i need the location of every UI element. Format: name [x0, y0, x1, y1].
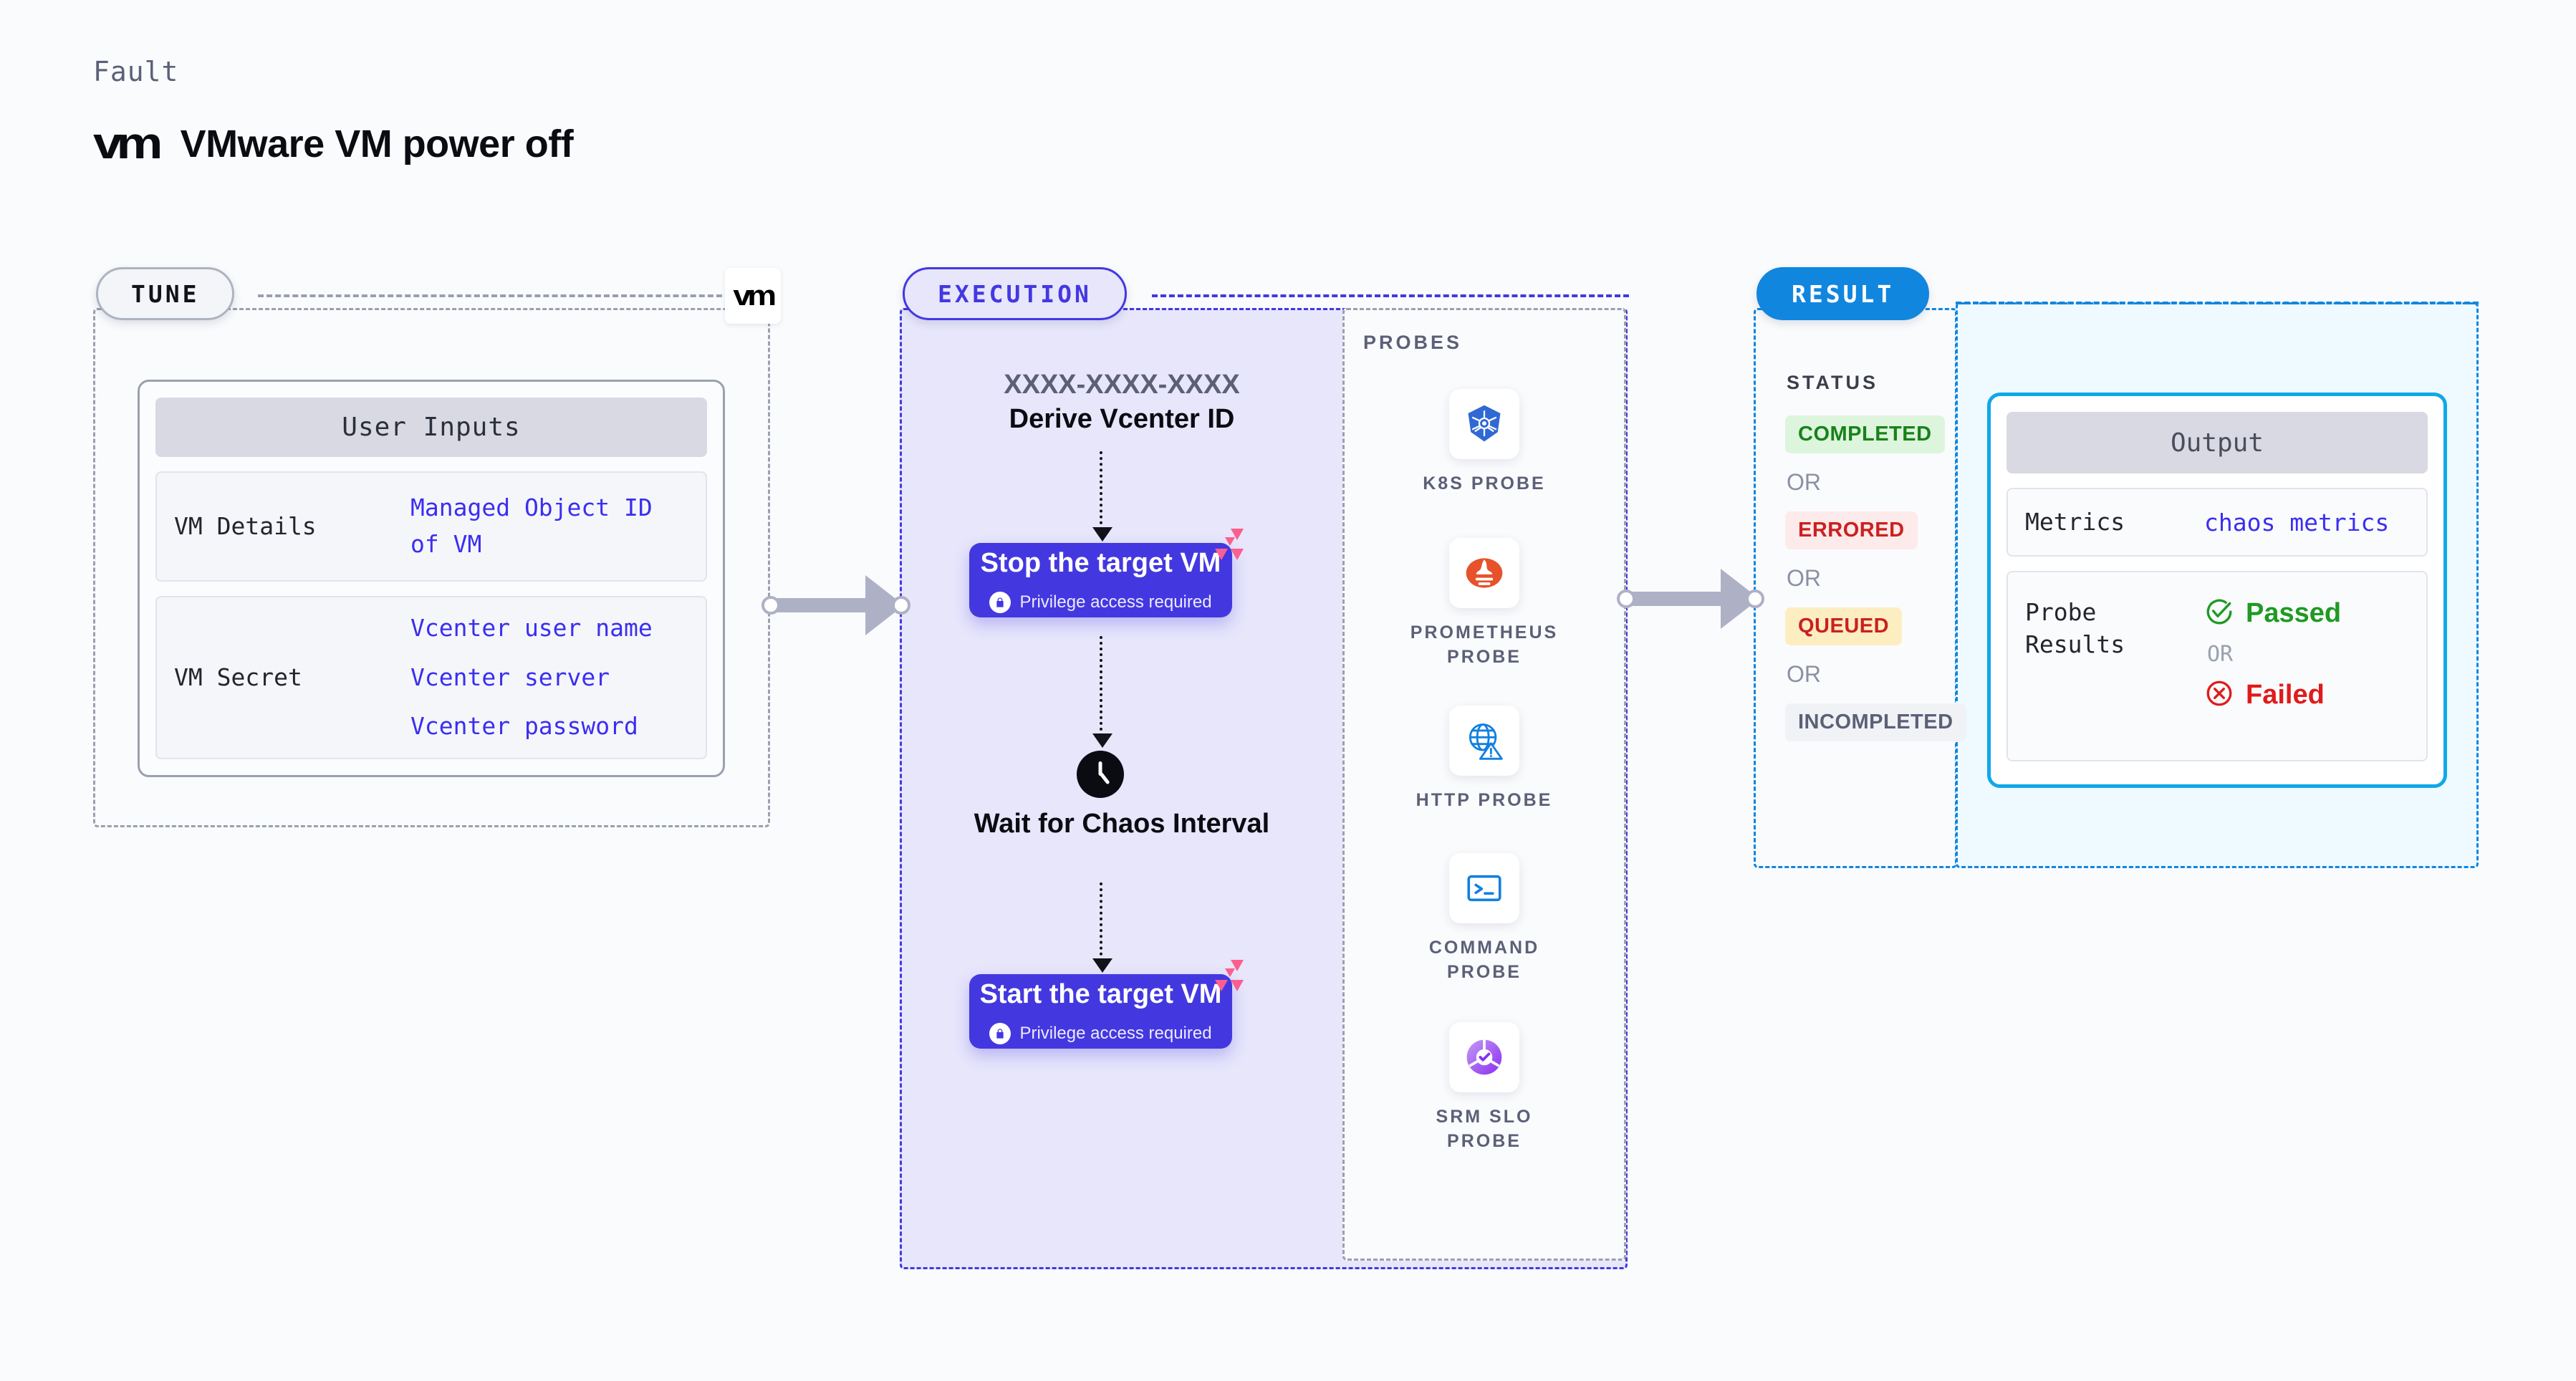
status-badge-completed: COMPLETED — [1785, 415, 1945, 453]
page-title-text: VMware VM power off — [180, 122, 574, 165]
execution-exit-node — [1617, 590, 1635, 608]
execution-pill[interactable]: EXECUTION — [903, 267, 1127, 320]
status-list: COMPLETED OR ERRORED OR QUEUED OR INCOMP… — [1785, 415, 1966, 741]
probe-item-command[interactable]: COMMAND PROBE — [1345, 853, 1624, 985]
probe-label-command: COMMAND PROBE — [1428, 938, 1540, 982]
status-badge-errored: ERRORED — [1785, 511, 1918, 549]
status-or-0: OR — [1787, 469, 1821, 495]
vm-secret-value-2: Vcenter password — [410, 712, 638, 741]
vm-secret-value-0: Vcenter user name — [410, 613, 653, 642]
prometheus-icon — [1449, 538, 1519, 608]
probe-label-srm-slo: SRM SLO PROBE — [1436, 1107, 1533, 1151]
flow-connector-3 — [1092, 882, 1112, 973]
tune-pill[interactable]: TUNE — [96, 267, 235, 320]
vm-secret-key: VM Secret — [174, 663, 302, 691]
step-stop-privilege: Privilege access required — [989, 591, 1212, 613]
result-pill[interactable]: RESULT — [1756, 267, 1930, 320]
probe-result-passed: Passed — [2204, 597, 2341, 630]
vm-secret-row: VM Secret Vcenter user name Vcenter serv… — [155, 596, 707, 759]
status-badge-queued: QUEUED — [1785, 607, 1903, 645]
check-circle-icon — [2204, 597, 2234, 630]
output-probe-results-key: Probe Results — [2025, 598, 2125, 658]
tune-connector-line — [258, 294, 731, 297]
output-metrics-row: Metrics chaos metrics — [2007, 488, 2428, 557]
output-title: Output — [2007, 412, 2428, 473]
tune-exit-node — [761, 596, 780, 615]
clock-icon — [1077, 751, 1124, 798]
user-inputs-title: User Inputs — [155, 398, 707, 457]
vm-details-key: VM Details — [174, 511, 317, 540]
lock-icon — [989, 591, 1011, 613]
probe-results-values: Passed OR Failed — [2204, 597, 2341, 712]
probe-item-http[interactable]: HTTP PROBE — [1345, 706, 1624, 813]
probe-item-srm-slo[interactable]: SRM SLO PROBE — [1345, 1022, 1624, 1154]
probe-result-failed: Failed — [2204, 678, 2341, 712]
probe-label-k8s: K8S PROBE — [1423, 473, 1546, 494]
step-stop-label: Stop the target VM — [980, 547, 1221, 578]
vm-details-value-1: of VM — [410, 529, 482, 558]
probe-label-prometheus: PROMETHEUS PROBE — [1410, 622, 1559, 667]
page-title: vm VMware VM power off — [93, 118, 574, 169]
vm-details-value-0: Managed Object ID — [410, 494, 653, 521]
page-kicker: Fault — [93, 56, 179, 87]
x-circle-icon — [2204, 678, 2234, 712]
status-or-1: OR — [1787, 565, 1821, 591]
status-or-2: OR — [1787, 661, 1821, 687]
execution-run-id-label: Derive Vcenter ID — [1009, 404, 1235, 434]
probes-panel: PROBES — [1342, 308, 1626, 1261]
vmware-chip-label: vm — [733, 279, 777, 312]
output-metrics-key: Metrics — [2025, 507, 2125, 536]
execution-connector-line — [1152, 294, 1629, 297]
probe-result-or: OR — [2207, 642, 2234, 667]
output-card: Output Metrics chaos metrics Probe Resul… — [1987, 393, 2447, 788]
litmus-badge-icon — [1209, 956, 1249, 996]
result-connector-line — [1956, 302, 2479, 304]
step-start-privilege: Privilege access required — [989, 1022, 1212, 1044]
execution-run-id: XXXX-XXXX-XXXX — [1004, 370, 1240, 400]
kubernetes-icon — [1449, 389, 1519, 459]
flow-connector-2 — [1092, 636, 1112, 748]
output-metrics-value: chaos metrics — [2204, 508, 2390, 536]
step-stop-privilege-text: Privilege access required — [1019, 592, 1212, 612]
probe-item-prometheus[interactable]: PROMETHEUS PROBE — [1345, 538, 1624, 670]
lock-icon — [989, 1022, 1011, 1044]
step-start-privilege-text: Privilege access required — [1019, 1023, 1212, 1043]
vmware-chip-icon: vm — [725, 268, 781, 324]
probe-result-passed-label: Passed — [2246, 598, 2342, 628]
flow-connector-1 — [1092, 451, 1112, 542]
vm-details-row: VM Details Managed Object ID of VM — [155, 471, 707, 582]
srm-slo-icon — [1449, 1022, 1519, 1092]
user-inputs-card: User Inputs VM Details Managed Object ID… — [138, 380, 725, 777]
output-probe-results-row: Probe Results Passed OR — [2007, 571, 2428, 761]
status-badge-incompleted: INCOMPLETED — [1785, 703, 1966, 741]
step-start-label: Start the target VM — [979, 978, 1222, 1009]
status-title: STATUS — [1787, 372, 1878, 393]
probe-result-failed-label: Failed — [2246, 680, 2325, 710]
probe-label-http: HTTP PROBE — [1416, 790, 1553, 810]
vm-details-values: Managed Object ID of VM — [410, 493, 653, 560]
http-globe-warning-icon — [1449, 706, 1519, 776]
arrow-tune-to-execution — [771, 575, 904, 635]
vmware-logo-icon: vm — [93, 119, 163, 168]
litmus-badge-icon — [1209, 524, 1249, 564]
step-stop-target-vm[interactable]: Stop the target VM Privilege access requ… — [969, 529, 1244, 617]
step-start-target-vm[interactable]: Start the target VM Privilege access req… — [969, 960, 1244, 1049]
arrow-execution-to-result — [1626, 569, 1759, 629]
probes-title: PROBES — [1363, 332, 1463, 353]
wait-for-chaos-interval-label: Wait for Chaos Interval — [974, 809, 1270, 839]
result-entry-node — [1746, 590, 1764, 608]
probe-item-k8s[interactable]: K8S PROBE — [1345, 389, 1624, 496]
execution-entry-node — [892, 596, 910, 615]
vm-secret-value-1: Vcenter server — [410, 663, 610, 691]
vm-secret-values: Vcenter user name Vcenter server Vcenter… — [410, 613, 653, 743]
terminal-icon — [1449, 853, 1519, 923]
